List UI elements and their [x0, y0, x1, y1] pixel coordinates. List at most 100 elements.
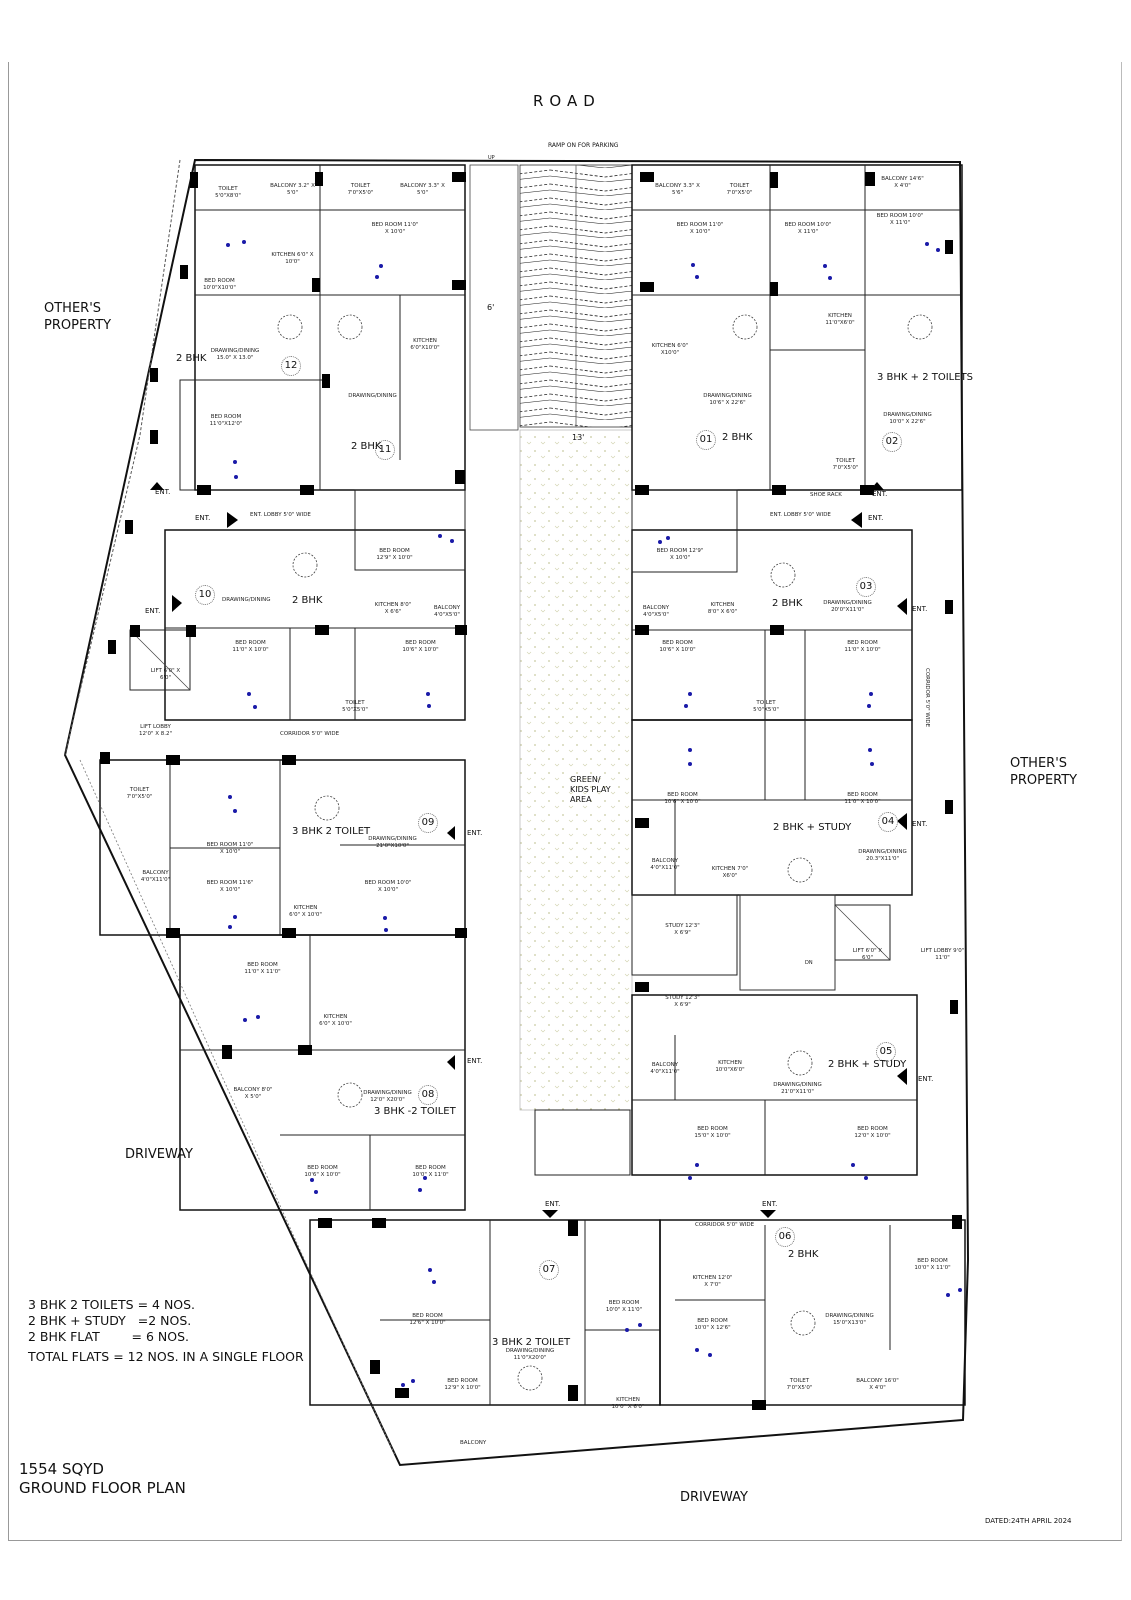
room-u11-drawing: DRAWING/DINING [348, 393, 397, 399]
unit-type-03: 2 BHK [772, 598, 803, 609]
room-lobby-left: ENT. LOBBY 5'0" WIDE [250, 512, 311, 518]
unit-number-02: 02 [882, 432, 902, 452]
driveway-left-label: DRIVEWAY [125, 1147, 193, 1162]
room-u05-balcony: BALCONY 4'0"X11'0" [650, 1062, 680, 1075]
room-corridor-right: CORRIDOR 5'0" WIDE [924, 668, 930, 728]
ent-label-09: ENT. [467, 829, 483, 837]
room-u09-bed3: BED ROOM 10'0" X 10'0" [364, 880, 412, 893]
room-u12-kitchen: KITCHEN 6'0" X 10'0" [271, 252, 314, 265]
room-u11-kitchen: KITCHEN 6'0"X10'0" [410, 338, 440, 351]
road-label: ROAD [533, 92, 601, 110]
room-u10-bed1: BED ROOM 11'0" X 10'0" [232, 640, 269, 653]
room-u07-bed3: BED ROOM 10'0" X 11'0" [605, 1300, 643, 1313]
unit-number-12: 12 [281, 356, 301, 376]
dim-ramp-side: 6' [487, 303, 495, 312]
room-u03-kitchen: KITCHEN 8'0" X 6'0" [707, 602, 738, 615]
room-lobby-right: ENT. LOBBY 5'0" WIDE [770, 512, 831, 518]
room-u12-bed2: BED ROOM 11'0"X12'0" [209, 414, 243, 427]
room-u06-toilet: TOILET 7'0"X5'0" [786, 1378, 813, 1391]
room-u03-toilet: TOILET 5'0"X5'0" [753, 700, 779, 713]
unit-number-08: 08 [418, 1085, 438, 1105]
room-u07-bed2: BED ROOM 12'9" X 10'0" [444, 1378, 481, 1391]
room-u02-bed: BED ROOM 10'0" X 11'0" [784, 222, 832, 235]
room-u10-balcony: BALCONY 4'0"X5'0" [433, 605, 461, 618]
dn-label: DN [805, 960, 813, 966]
unit-number-03: 03 [856, 577, 876, 597]
ent-label-lobby-right: ENT. [868, 514, 884, 522]
unit-type-04: 2 BHK + STUDY [773, 822, 852, 833]
room-u03-bed1: BED ROOM 10'6" X 10'0" [659, 640, 696, 653]
room-u04-bed1: BED ROOM 10'6" X 10'0" [664, 792, 701, 805]
unit-type-06: 2 BHK [788, 1249, 819, 1260]
room-u08-bed: BED ROOM 11'0" X 11'0" [244, 962, 281, 975]
ent-label-12: ENT. [155, 488, 171, 496]
room-u11-bed: BED ROOM 11'0" X 10'0" [371, 222, 419, 235]
unit-number-05: 05 [876, 1042, 896, 1062]
date-stamp: DATED:24TH APRIL 2024 [985, 1517, 1072, 1525]
unit-type-07: 3 BHK 2 TOILET [492, 1337, 571, 1348]
room-u02-drawing: DRAWING/DINING 10'0" X 22'6" [883, 412, 932, 425]
room-u10-drawing: DRAWING/DINING [222, 597, 271, 603]
room-u02-kitchen: KITCHEN 11'0"X6'0" [825, 313, 855, 326]
room-u10-bed-top: BED ROOM 12'9" X 10'0" [376, 548, 413, 561]
room-u12-toilet: TOILET 5'0"X8'0" [215, 186, 241, 199]
room-u07-drawing: DRAWING/DINING 11'0"X20'0" [505, 1348, 555, 1361]
room-u01-kitchen: KITCHEN 6'0" X10'0" [651, 343, 689, 356]
room-u01-toilet: TOILET 7'0"X5'0" [726, 183, 753, 196]
unit-number-06: 06 [775, 1227, 795, 1247]
others-property-right-label: OTHER'S PROPERTY [1010, 756, 1078, 788]
room-u03-balcony: BALCONY 4'0"X5'0" [642, 605, 670, 618]
room-lift-lobby-right: LIFT LOBBY 9'0" 11'0" [920, 948, 965, 961]
ent-label-06: ENT. [762, 1200, 778, 1208]
room-u09-toilet: TOILET 7'0"X5'0" [126, 787, 153, 800]
room-u10-bed2: BED ROOM 10'6" X 10'0" [402, 640, 439, 653]
room-u05-drawing: DRAWING/DINING 21'0"X11'0" [773, 1082, 822, 1095]
room-u09-drawing: DRAWING/DINING 21'0"X10'0" [368, 836, 417, 849]
unit-number-07: 07 [539, 1260, 559, 1280]
room-u02-bed-top: BED ROOM 10'0" X 11'0" [876, 213, 924, 226]
room-lift-lobby-left: LIFT LOBBY 12'0" X 8.2" [138, 724, 173, 737]
room-u09-kitchen: KITCHEN 6'0" X 10'0" [289, 905, 322, 918]
room-u06-drawing: DRAWING/DINING 15'0"X13'0" [825, 1313, 874, 1326]
unit-number-04: 04 [878, 812, 898, 832]
room-u04-balcony: BALCONY 4'0"X11'0" [650, 858, 680, 871]
room-u08-bed3: BED ROOM 10'0" X 11'0" [412, 1165, 449, 1178]
room-u12-bed: BED ROOM 10'0"X10'0" [203, 278, 236, 291]
ramp-label: RAMP ON FOR PARKING [548, 142, 619, 149]
room-lift-left: LIFT 6'0" X 6'0" [150, 668, 181, 681]
drawing-sheet-border [8, 62, 1122, 1541]
room-u02-balcony: BALCONY 14'6" X 4'0" [881, 176, 924, 189]
room-u07-kitchen: KITCHEN 10'0" X 6'0" [611, 1397, 645, 1410]
green-play-area-label: GREEN/ KIDS PLAY AREA [570, 775, 611, 804]
room-u08-kitchen: KITCHEN 6'0" X 10'0" [319, 1014, 352, 1027]
room-u11-toilet: TOILET 7'0"X5'0" [347, 183, 374, 196]
ent-label-02: ENT. [872, 490, 888, 498]
summary-line-2bhk: 2 BHK FLAT = 6 NOS. [28, 1329, 189, 1344]
summary-line-3bhk: 3 BHK 2 TOILETS = 4 NOS. [28, 1297, 196, 1312]
room-u06-kitchen: KITCHEN 12'0" X 7'0" [692, 1275, 733, 1288]
ent-label-10: ENT. [145, 607, 161, 615]
room-u01-bed: BED ROOM 11'0" X 10'0" [676, 222, 724, 235]
room-u03-drawing: DRAWING/DINING 20'0"X11'0" [823, 600, 872, 613]
unit-type-01: 2 BHK [722, 432, 753, 443]
room-u05-bed1: BED ROOM 15'0" X 10'0" [694, 1126, 731, 1139]
room-u10-toilet: TOILET 5'0"X5'0" [342, 700, 368, 713]
ent-label-05: ENT. [918, 1075, 934, 1083]
room-u02-toilet: TOILET 7'0"X5'0" [832, 458, 859, 471]
room-u12-balcony: BALCONY 3.2" X 5'0" [270, 183, 315, 196]
unit-type-10: 2 BHK [292, 595, 323, 606]
others-property-left-label: OTHER'S PROPERTY [44, 301, 112, 333]
room-u04-study: STUDY 12'3" X 6'9" [665, 923, 700, 936]
room-u09-bed1: BED ROOM 11'0" X 10'0" [206, 842, 254, 855]
dim-green-width: 13' [572, 433, 585, 442]
unit-type-09: 3 BHK 2 TOILET [292, 826, 371, 837]
room-u09-balcony: BALCONY 4'0"X11'0" [140, 870, 171, 883]
room-corridor-left: CORRIDOR 5'0" WIDE [280, 731, 340, 737]
driveway-bottom-label: DRIVEWAY [680, 1490, 748, 1505]
room-u07-balcony: BALCONY [460, 1440, 487, 1446]
room-u06-bed2: BED ROOM 10'0" X 11'0" [914, 1258, 951, 1271]
summary-total: TOTAL FLATS = 12 NOS. IN A SINGLE FLOOR [28, 1349, 304, 1364]
room-shoe-rack: SHOE RACK [810, 492, 842, 498]
room-u01-balcony: BALCONY 3.3" X 5'6" [655, 183, 700, 196]
